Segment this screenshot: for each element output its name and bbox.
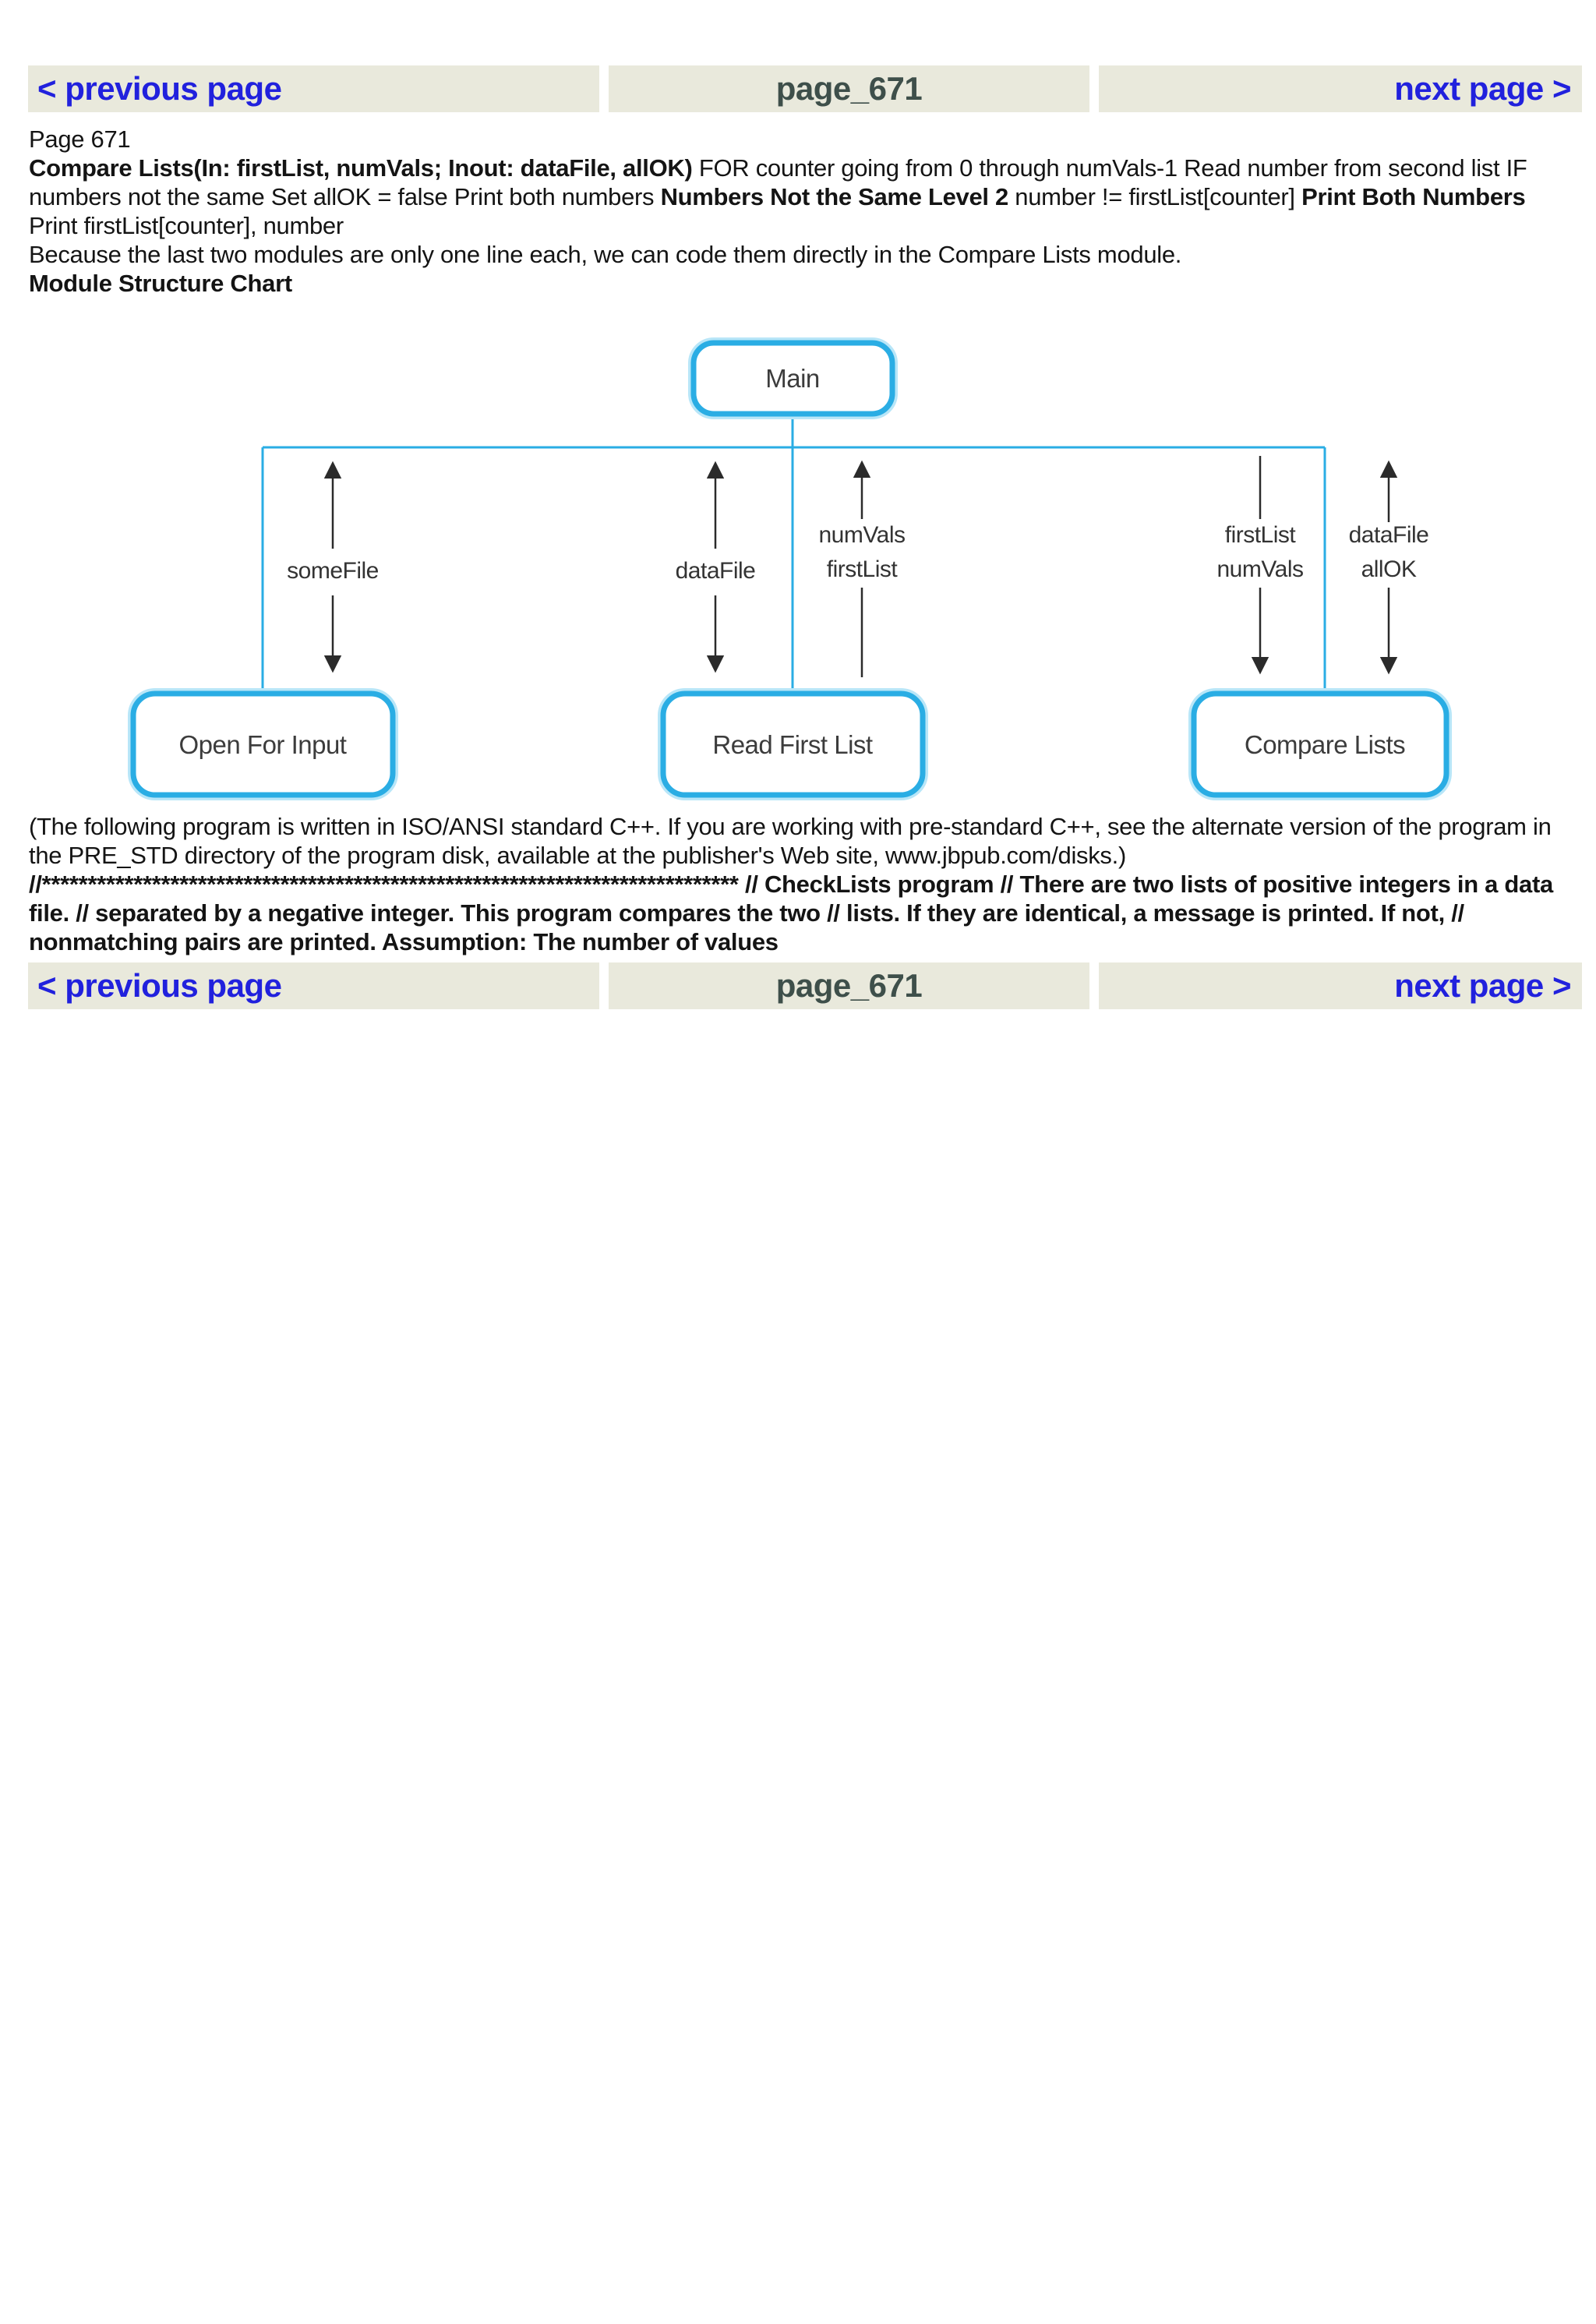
compare-lists-box-label: Compare Lists <box>1245 730 1405 759</box>
firstlist-label: firstList <box>1225 522 1297 548</box>
because-line: Because the last two modules are only on… <box>29 241 1182 268</box>
iso-ansi-note-paragraph: (The following program is written in ISO… <box>29 813 1552 869</box>
bottom-nav-bar: < previous page page_671 next page > <box>28 962 1582 1009</box>
datafile-label: dataFile <box>1349 522 1429 548</box>
main-box-label: Main <box>765 364 820 393</box>
module-structure-chart-figure: someFile dataFile numVals firstList firs… <box>0 337 1596 804</box>
data-flow-arrows <box>323 456 1398 677</box>
pseudocode-paragraph: Compare Lists(In: firstList, numVals; In… <box>29 154 1570 240</box>
main-box: Main <box>688 337 898 419</box>
top-nav-bar: < previous page page_671 next page > <box>28 65 1582 112</box>
page-name-label: page_671 <box>609 65 1089 112</box>
next-page-link[interactable]: next page > <box>1099 962 1582 1009</box>
firstlist-label: firstList <box>827 556 899 582</box>
open-for-input-box: Open For Input <box>128 688 398 800</box>
module-structure-chart: someFile dataFile numVals firstList firs… <box>128 337 1452 800</box>
previous-page-link[interactable]: < previous page <box>28 962 599 1009</box>
pseudocode-run: Print firstList[counter], number <box>29 212 344 239</box>
pseudocode-run: number != firstList[counter] <box>1008 183 1302 210</box>
pseudocode-run: Numbers Not the Same Level 2 <box>660 183 1009 210</box>
module-structure-chart-heading: Module Structure Chart <box>29 270 292 297</box>
datafile-label: dataFile <box>676 558 756 584</box>
module-boxes: Main Open For Input Read First List Comp… <box>128 337 1452 800</box>
page-name-label: page_671 <box>609 962 1089 1009</box>
pseudocode-run: Compare Lists(In: firstList, numVals; In… <box>29 154 693 182</box>
pseudocode-run: Print Both Numbers <box>1301 183 1526 210</box>
read-first-list-box: Read First List <box>658 688 928 800</box>
read-first-list-box-label: Read First List <box>712 730 873 759</box>
previous-page-link[interactable]: < previous page <box>28 65 599 112</box>
data-flow-labels: someFile dataFile numVals firstList firs… <box>287 522 1429 584</box>
allok-label: allOK <box>1361 556 1417 582</box>
compare-lists-box: Compare Lists <box>1188 688 1452 800</box>
numvals-label: numVals <box>1217 556 1304 582</box>
numvals-label: numVals <box>819 522 906 548</box>
next-page-link[interactable]: next page > <box>1099 65 1582 112</box>
connector-lines <box>261 414 1326 694</box>
page-number-line: Page 671 <box>29 125 131 153</box>
pseudocode-run: FOR counter going from 0 through numVals… <box>29 154 1527 210</box>
somefile-label: someFile <box>287 558 379 584</box>
code-comment-paragraph: //**************************************… <box>29 871 1553 955</box>
lower-content: (The following program is written in ISO… <box>29 812 1570 956</box>
open-for-input-box-label: Open For Input <box>179 730 347 759</box>
page-content: Page 671 Compare Lists(In: firstList, nu… <box>29 125 1570 298</box>
